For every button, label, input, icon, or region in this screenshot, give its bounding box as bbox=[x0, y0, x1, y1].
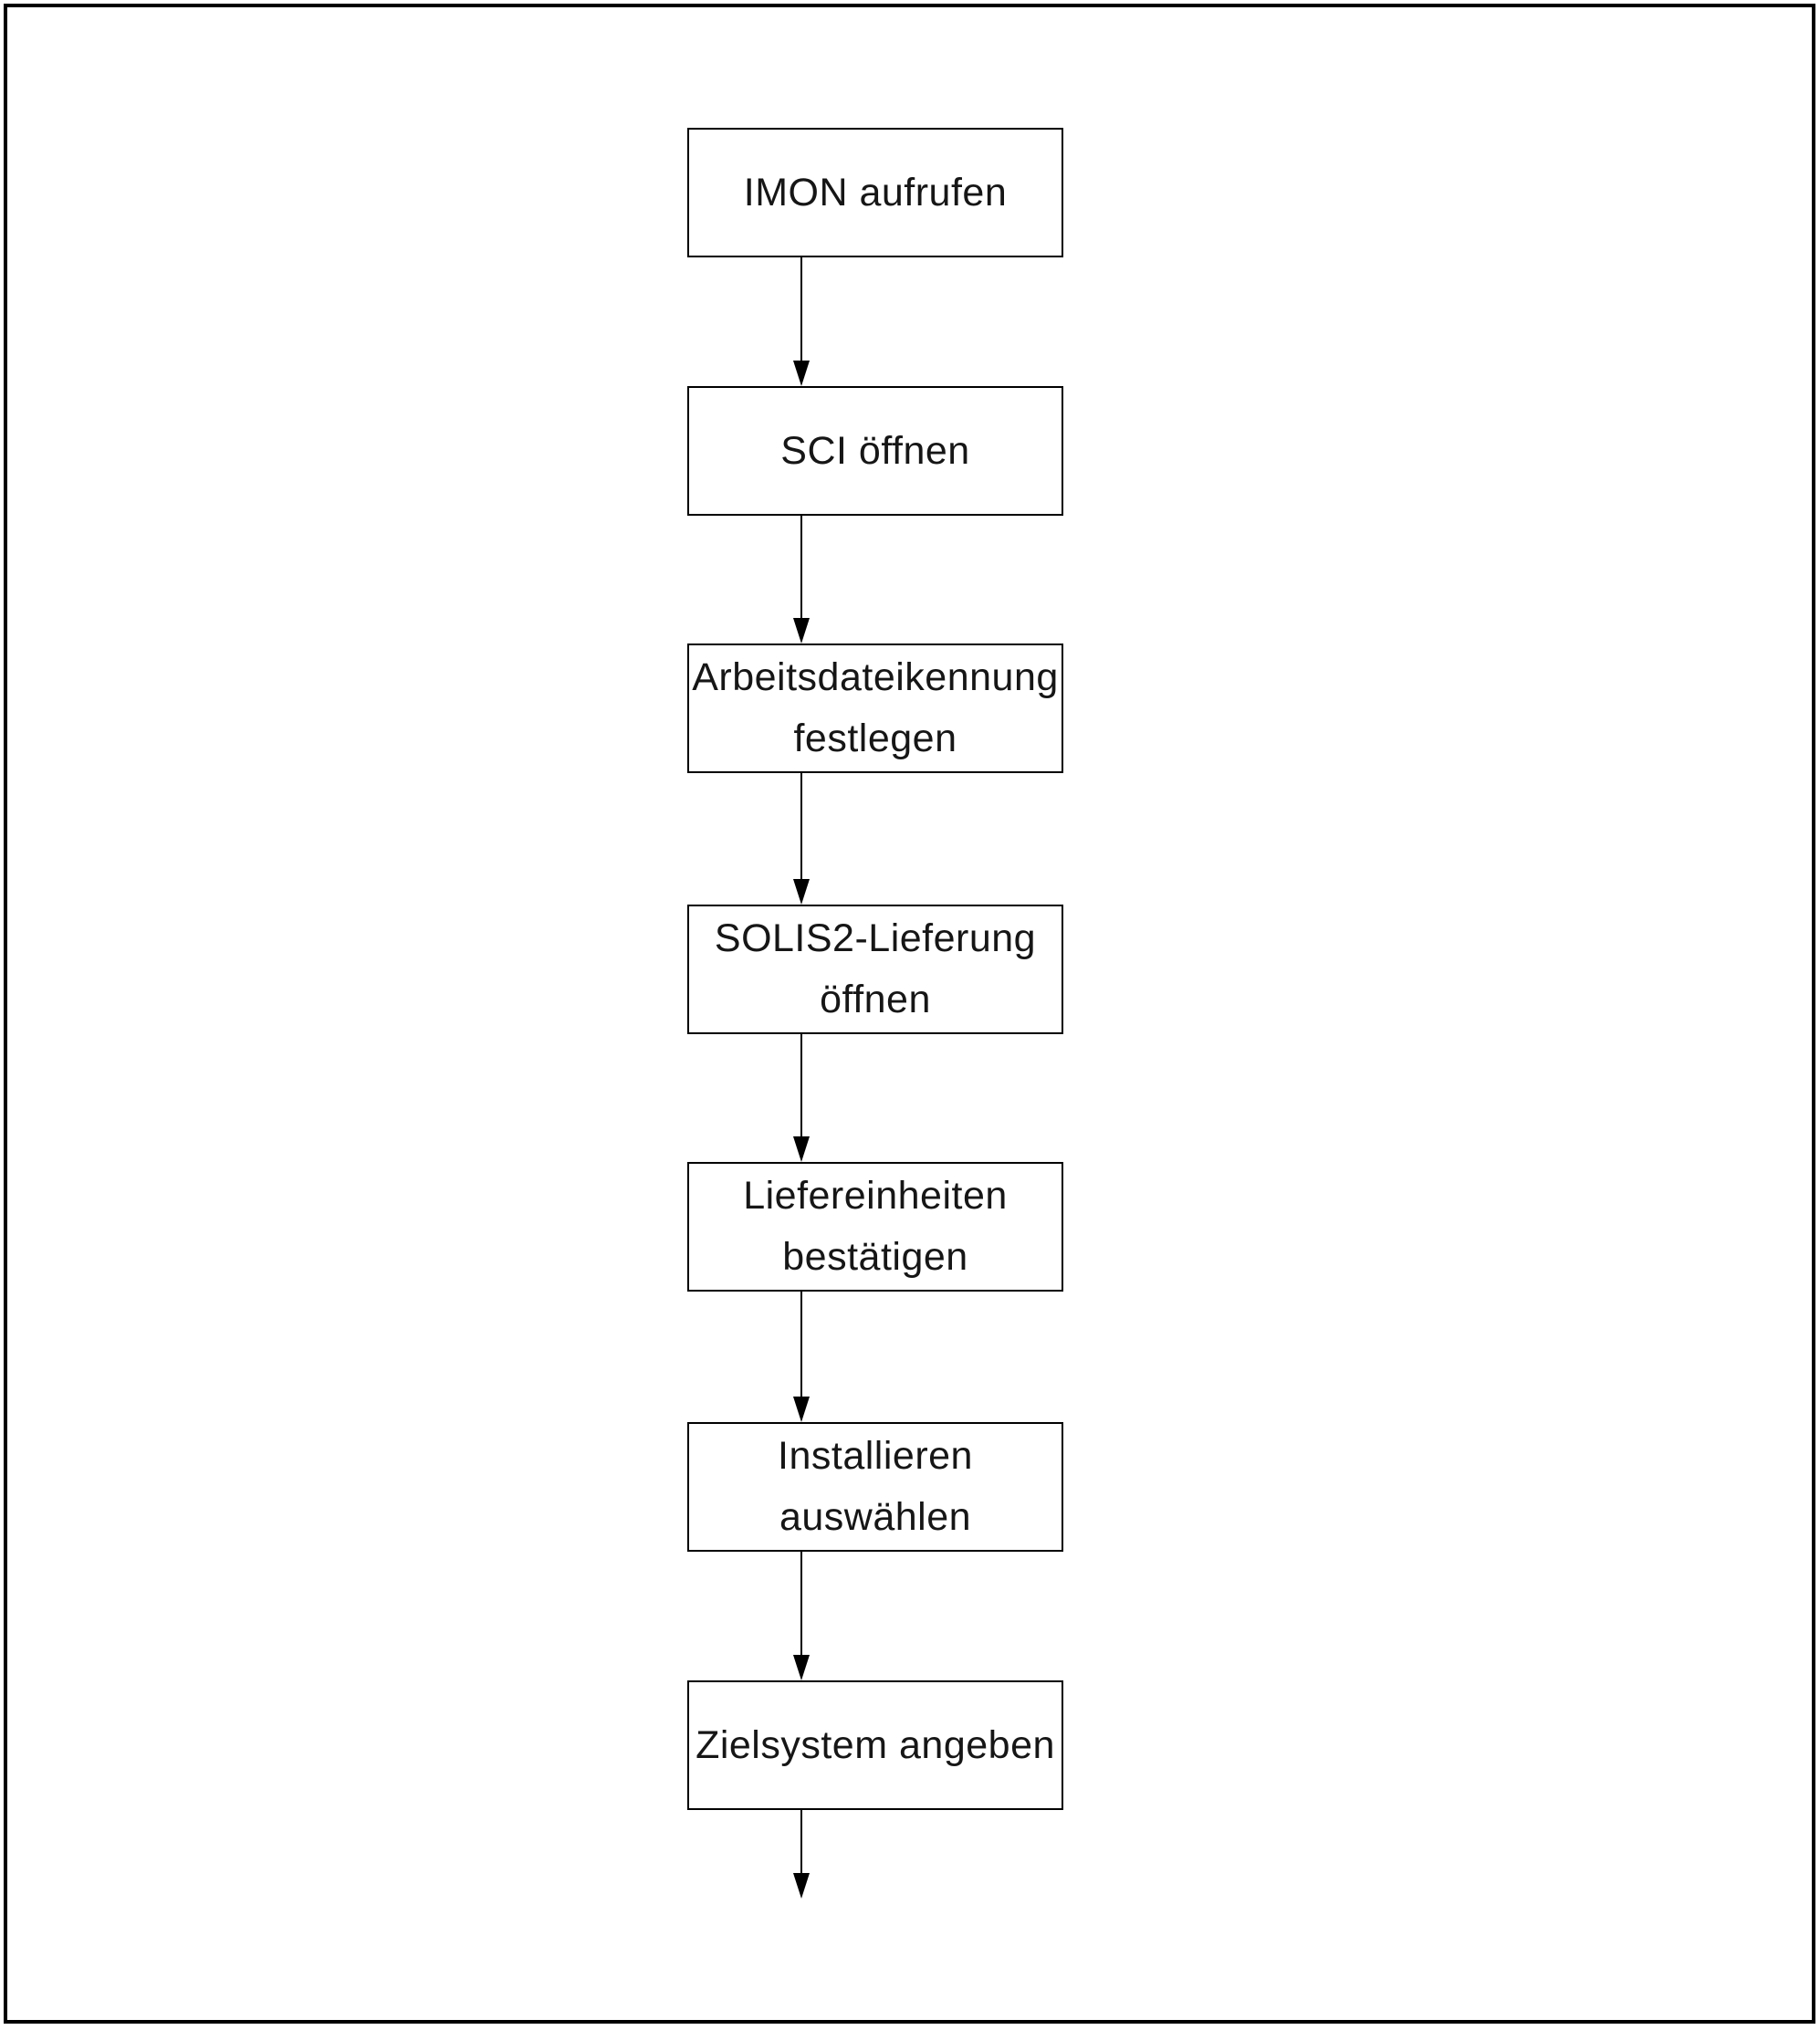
flow-node-label: Zielsystem angeben bbox=[696, 1722, 1055, 1767]
flow-arrow-continuation bbox=[792, 1810, 811, 1899]
arrow-down-icon bbox=[793, 361, 810, 386]
flow-arrow-1-to-2 bbox=[792, 257, 811, 386]
flow-node-installieren-auswaehlen: Installieren auswählen bbox=[687, 1422, 1063, 1552]
flow-node-label: SOLIS2-Lieferung öffnen bbox=[714, 916, 1037, 1021]
arrow-shaft bbox=[800, 1552, 802, 1657]
flow-arrow-6-to-7 bbox=[792, 1552, 811, 1680]
flow-arrow-2-to-3 bbox=[792, 516, 811, 644]
flow-node-solis2-lieferung-oeffnen: SOLIS2-Lieferung öffnen bbox=[687, 905, 1063, 1034]
arrow-down-icon bbox=[793, 879, 810, 905]
arrow-down-icon bbox=[793, 1655, 810, 1680]
arrow-down-icon bbox=[793, 1873, 810, 1899]
arrow-shaft bbox=[800, 516, 802, 620]
flow-node-label: IMON aufrufen bbox=[743, 170, 1008, 215]
flow-node-liefereinheiten-bestaetigen: Liefereinheiten bestätigen bbox=[687, 1162, 1063, 1292]
arrow-down-icon bbox=[793, 618, 810, 644]
flow-node-zielsystem-angeben: Zielsystem angeben bbox=[687, 1680, 1063, 1810]
flow-arrow-5-to-6 bbox=[792, 1292, 811, 1422]
arrow-shaft bbox=[800, 1034, 802, 1138]
arrow-down-icon bbox=[793, 1136, 810, 1162]
flow-node-label: Installieren auswählen bbox=[778, 1434, 973, 1539]
arrow-down-icon bbox=[793, 1397, 810, 1422]
flow-arrow-3-to-4 bbox=[792, 773, 811, 905]
flow-node-label: Liefereinheiten bestätigen bbox=[743, 1174, 1008, 1279]
flow-node-label: SCI öffnen bbox=[780, 428, 970, 473]
flow-node-label: Arbeitsdateikennung festlegen bbox=[692, 655, 1059, 760]
flow-node-imon-aufrufen: IMON aufrufen bbox=[687, 128, 1063, 257]
flow-node-sci-oeffnen: SCI öffnen bbox=[687, 386, 1063, 516]
arrow-shaft bbox=[800, 1292, 802, 1398]
arrow-shaft bbox=[800, 257, 802, 362]
flow-arrow-4-to-5 bbox=[792, 1034, 811, 1162]
flow-node-arbeitsdateikennung-festlegen: Arbeitsdateikennung festlegen bbox=[687, 644, 1063, 773]
arrow-shaft bbox=[800, 773, 802, 881]
arrow-shaft bbox=[800, 1810, 802, 1875]
